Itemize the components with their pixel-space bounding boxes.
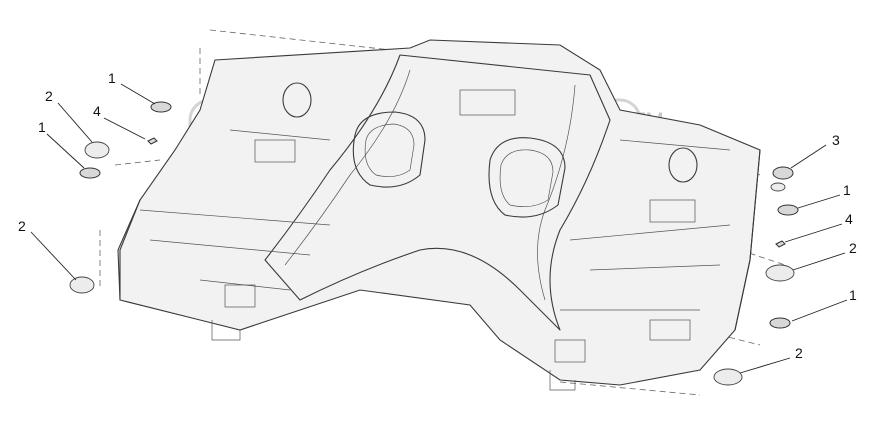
left-seat-well: [352, 111, 426, 188]
callout-label: 1: [108, 70, 116, 86]
cap-plug-part-3-base: [770, 182, 786, 192]
oval-opening-left: [282, 82, 312, 118]
clip-part-4: [147, 137, 158, 145]
floor-panel: [117, 39, 761, 391]
callout-label: 2: [849, 240, 857, 256]
cap-plug-part-3: [772, 166, 794, 180]
callout-label: 4: [93, 103, 101, 119]
callout-label: 2: [795, 345, 803, 361]
leader-lines: [30, 83, 848, 374]
flat-plug-part-2: [69, 276, 95, 294]
callout-labels: 1 2 1 4 2 3 1 4 2 1 2: [18, 70, 857, 361]
plugs: [69, 101, 799, 386]
grommet-part-1: [777, 204, 799, 216]
clip-part-4: [775, 240, 786, 248]
flat-plug-part-2: [765, 264, 795, 282]
flat-plug-part-2: [713, 368, 743, 386]
callout-label: 1: [843, 182, 851, 198]
flat-plug-part-2: [84, 141, 110, 159]
grommet-part-1: [150, 101, 172, 113]
central-tunnel: [264, 54, 611, 331]
right-seat-well: [488, 137, 566, 218]
callout-label: 3: [832, 132, 840, 148]
oval-opening-right: [668, 147, 698, 183]
callout-label: 1: [38, 119, 46, 135]
callout-label: 1: [849, 287, 857, 303]
callout-label: 2: [45, 88, 53, 104]
callout-label: 4: [845, 211, 853, 227]
grommet-part-1: [79, 167, 101, 179]
callout-label: 2: [18, 218, 26, 234]
floor-panel-outline: [117, 39, 761, 386]
grommet-part-1: [769, 317, 791, 329]
